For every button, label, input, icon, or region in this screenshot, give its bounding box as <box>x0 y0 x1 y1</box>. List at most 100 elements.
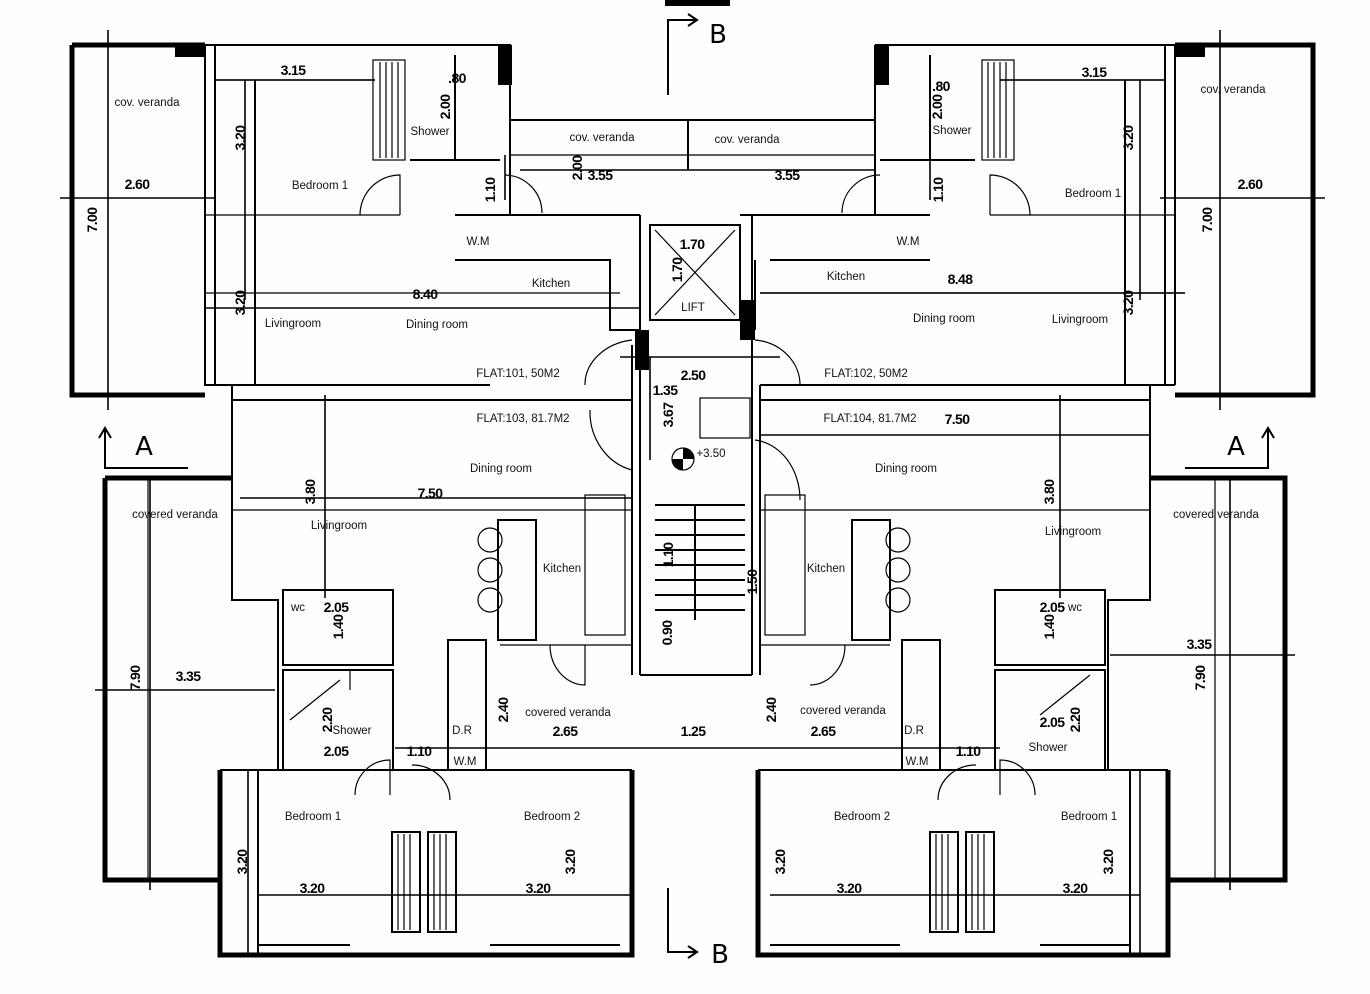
section-label-b-bottom: B <box>711 940 729 970</box>
dimension-label: 3.20 <box>526 880 552 896</box>
dimension-label: 3.20 <box>232 125 248 151</box>
core: LIFT 1.70 1.70 2.50 1.35 3.67 1.10 1.50 … <box>476 236 916 739</box>
dimension-label: 0.90 <box>659 620 675 646</box>
room-label-wc: wc <box>1067 602 1082 614</box>
room-label-bedroom-1: Bedroom 1 <box>1065 188 1121 200</box>
room-label-wc: wc <box>290 602 305 614</box>
dimension-label: 3.20 <box>1120 290 1136 316</box>
dimension-label: 2.05 <box>1040 599 1066 615</box>
room-label-kitchen: Kitchen <box>827 271 865 283</box>
room-label-wm: W.M <box>467 236 490 248</box>
dimension-label: 3.35 <box>1187 636 1213 652</box>
dimension-label: 3.20 <box>772 849 788 875</box>
dimension-label: 3.67 <box>660 402 676 428</box>
room-label-livingroom: Livingroom <box>1045 526 1101 538</box>
room-label-dr: D.R <box>904 725 924 737</box>
dimension-label: 2.00 <box>437 94 453 120</box>
section-markers: B B A A <box>98 13 1275 970</box>
dimension-label: 3.20 <box>232 290 248 316</box>
flat-103: Dining room covered veranda Livingroom K… <box>127 463 611 896</box>
dimension-label: 3.20 <box>1100 849 1116 875</box>
room-label-covered-veranda: covered veranda <box>1173 509 1259 521</box>
dimension-label: 3.20 <box>562 849 578 875</box>
section-arrow-b-bottom <box>667 888 699 959</box>
room-label-livingroom: Livingroom <box>265 318 321 330</box>
room-label-shower: Shower <box>333 725 372 737</box>
flat-label-104: FLAT:104, 81.7M2 <box>823 413 916 425</box>
room-label-kitchen: Kitchen <box>532 278 570 290</box>
dimension-label: 1.10 <box>407 743 433 759</box>
dimension-label: 3.20 <box>1120 125 1136 151</box>
dimension-label: 7.00 <box>84 207 100 233</box>
room-label-wm: W.M <box>897 236 920 248</box>
room-label-dr: D.R <box>452 725 472 737</box>
room-label-shower: Shower <box>933 125 972 137</box>
dimension-label: 2.65 <box>811 723 837 739</box>
dimension-label: 3.20 <box>1063 880 1089 896</box>
flat-label-102: FLAT:102, 50M2 <box>824 368 908 380</box>
dimension-label: 3.80 <box>302 479 318 505</box>
dimension-label: 3.20 <box>300 880 326 896</box>
dimension-label: 2.00 <box>929 94 945 120</box>
dimension-label: 1.10 <box>660 542 676 568</box>
dimension-label: .80 <box>932 78 950 94</box>
flat-104: Dining room covered veranda Livingroom K… <box>763 411 1259 896</box>
dimension-label: 2.50 <box>681 367 707 383</box>
dimension-label: 3.80 <box>1041 479 1057 505</box>
dimension-label: 3.15 <box>281 62 307 78</box>
room-label-shower: Shower <box>1029 742 1068 754</box>
room-label-dining-room: Dining room <box>470 463 532 475</box>
dimension-label: 2.60 <box>1238 176 1264 192</box>
dimension-label: .80 <box>448 70 466 86</box>
dimension-label: 1.40 <box>330 614 346 640</box>
dimension-label: 3.20 <box>837 880 863 896</box>
level-label: +3.50 <box>696 448 725 460</box>
room-label-cov-veranda-2: cov. veranda <box>570 132 636 144</box>
room-label-cov-veranda: cov. veranda <box>1201 84 1267 96</box>
flat-label-101: FLAT:101, 50M2 <box>476 368 560 380</box>
room-label-dining-room: Dining room <box>875 463 937 475</box>
room-label-dining-room: Dining room <box>913 313 975 325</box>
dimension-label: 1.70 <box>669 257 685 283</box>
dimension-label: 1.35 <box>653 382 679 398</box>
dimension-label: 8.40 <box>413 286 439 302</box>
dimension-label: 2.65 <box>553 723 579 739</box>
dimension-label: 3.20 <box>234 849 250 875</box>
flat-102: cov. veranda Shower Bedroom 1 cov. veran… <box>715 64 1267 326</box>
section-label-a-right: A <box>1227 432 1245 462</box>
dimension-label: 1.40 <box>1041 614 1057 640</box>
dimension-label: 2.20 <box>1067 707 1083 733</box>
room-label-bedroom-1: Bedroom 1 <box>285 811 341 823</box>
dimension-label: 8.48 <box>948 271 974 287</box>
room-label-cov-veranda-2: cov. veranda <box>715 134 781 146</box>
section-label-b-top: B <box>709 20 727 50</box>
room-label-livingroom: Livingroom <box>311 520 367 532</box>
flat-label-103: FLAT:103, 81.7M2 <box>476 413 569 425</box>
dimension-label: 1.10 <box>956 743 982 759</box>
room-label-wm: W.M <box>906 756 929 768</box>
dimension-label: 1.10 <box>930 177 946 203</box>
walls <box>69 0 1316 958</box>
dimension-label: 1.10 <box>482 177 498 203</box>
flat-101: cov. veranda Shower Bedroom 1 cov. veran… <box>84 62 635 331</box>
dimension-label: 7.50 <box>418 485 444 501</box>
room-label-bedroom-1: Bedroom 1 <box>292 180 348 192</box>
room-label-dining-room: Dining room <box>406 319 468 331</box>
dimension-label: 7.50 <box>945 411 971 427</box>
dimension-label: 2.05 <box>1040 714 1066 730</box>
section-arrow-b-top <box>667 13 699 95</box>
section-arrow-a-left <box>98 426 188 469</box>
dimension-label: 1.70 <box>680 236 706 252</box>
dimension-label: 7.90 <box>127 665 143 691</box>
room-label-bedroom-2: Bedroom 2 <box>524 811 580 823</box>
dimension-label: 1.50 <box>744 569 760 595</box>
dimension-label: 7.90 <box>1192 665 1208 691</box>
dimension-label: 2.40 <box>495 697 511 723</box>
dimension-label: 3.55 <box>775 167 801 183</box>
dimension-label: 2.05 <box>324 599 350 615</box>
room-label-kitchen: Kitchen <box>543 563 581 575</box>
room-label-covered-veranda: covered veranda <box>132 509 218 521</box>
dimension-label: 7.00 <box>1199 207 1215 233</box>
